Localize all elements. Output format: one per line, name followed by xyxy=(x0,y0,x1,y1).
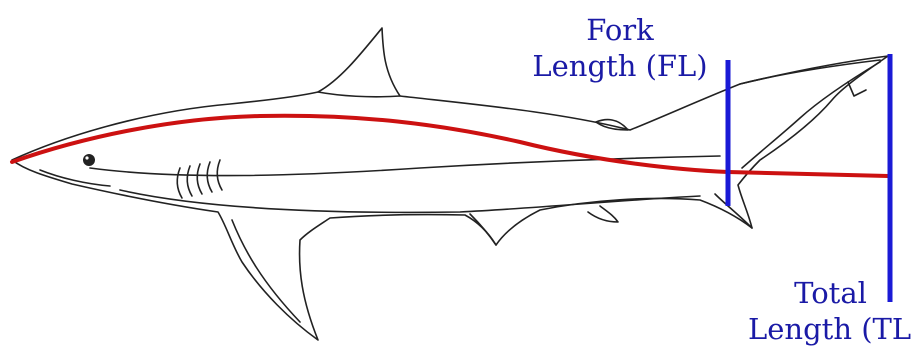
caudal-upper-lobe xyxy=(740,60,880,84)
caudal-notch xyxy=(848,82,866,96)
gill-slits xyxy=(177,160,222,198)
fork-label-line2: Length (FL) xyxy=(530,48,710,84)
anal-fin xyxy=(588,206,618,222)
lateral-line xyxy=(90,156,720,176)
eye-icon xyxy=(83,154,95,166)
total-label-line1: Total xyxy=(748,275,913,311)
fork-length-label: Fork Length (FL) xyxy=(530,12,710,84)
dorsal-fin-base xyxy=(318,92,400,97)
belly-line xyxy=(120,190,700,212)
total-label-line2: Length (TL) xyxy=(748,311,913,347)
total-length-label: Total Length (TL) xyxy=(748,275,913,347)
fork-label-line1: Fork xyxy=(530,12,710,48)
pectoral-fin-inner xyxy=(232,220,300,322)
